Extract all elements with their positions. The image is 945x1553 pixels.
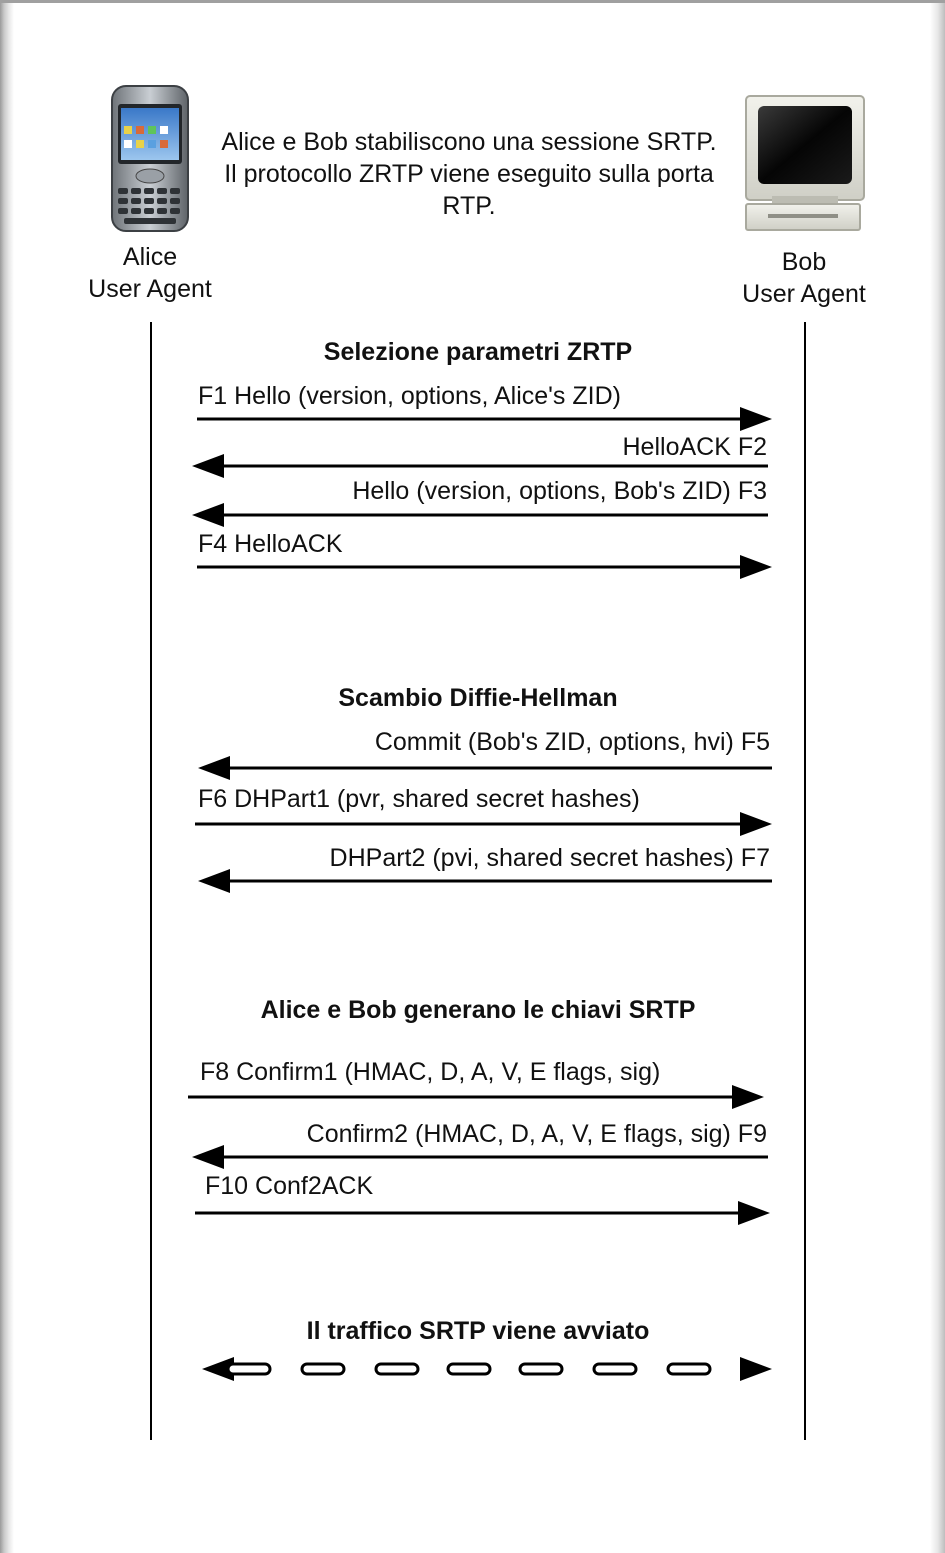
arrow-f5 [198,756,772,780]
alice-name: Alice [122,243,178,271]
message-f4: F4 HelloACK [198,530,343,558]
alice-label: Alice User Agent [60,241,240,305]
desktop-computer-icon [745,95,865,231]
intro-text: Alice e Bob stabiliscono una sessione SR… [214,126,724,222]
bob-label: Bob User Agent [714,246,894,310]
bob-name: Bob [781,248,827,276]
arrow-f10 [195,1201,770,1225]
arrow-f4 [197,555,772,579]
srtp-traffic-arrow [202,1357,772,1381]
alice-role: User Agent [88,275,212,303]
section-srtp-keys: Alice e Bob generano le chiavi SRTP [260,996,696,1024]
smartphone-icon [111,85,189,232]
message-f6: F6 DHPart1 (pvr, shared secret hashes) [198,785,640,813]
section-srtp-traffic: Il traffico SRTP viene avviato [306,1317,650,1345]
arrow-f2 [192,454,768,478]
intro-line-1: Alice e Bob stabiliscono una sessione SR… [221,128,717,156]
message-f7: DHPart2 (pvi, shared secret hashes) F7 [329,844,770,872]
section-zrtp-params: Selezione parametri ZRTP [323,338,633,366]
arrow-f6 [195,812,772,836]
message-f1: F1 Hello (version, options, Alice's ZID) [198,382,621,410]
bob-role: User Agent [742,280,866,308]
message-f8: F8 Confirm1 (HMAC, D, A, V, E flags, sig… [200,1058,661,1086]
arrow-f3 [192,503,768,527]
arrow-f9 [192,1145,768,1169]
message-f2: HelloACK F2 [622,433,768,461]
message-f9: Confirm2 (HMAC, D, A, V, E flags, sig) F… [306,1120,767,1148]
message-f10: F10 Conf2ACK [205,1172,374,1200]
section-diffie-hellman: Scambio Diffie-Hellman [338,684,618,712]
message-f5: Commit (Bob's ZID, options, hvi) F5 [374,728,770,756]
intro-line-2: Il protocollo ZRTP viene eseguito sulla … [224,160,714,220]
message-f3: Hello (version, options, Bob's ZID) F3 [352,477,767,505]
arrow-f7 [198,869,772,893]
arrow-f1 [197,407,772,431]
arrow-f8 [188,1085,764,1109]
